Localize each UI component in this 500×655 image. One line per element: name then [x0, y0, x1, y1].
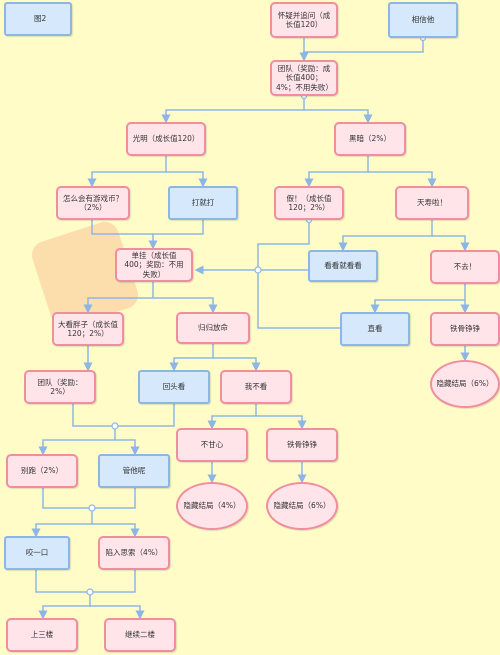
edge-look-junction — [257, 270, 340, 329]
node-continue-second-floor: 继续二楼 — [104, 618, 176, 652]
node-hidden-ending-6b: 隐藏结局（6%） — [266, 482, 338, 530]
node-bite: 咬一口 — [4, 536, 70, 570]
node-nogo: 不去！ — [430, 250, 500, 284]
node-up-third-floor: 上三楼 — [6, 618, 78, 652]
edge-bright-hit — [166, 171, 208, 188]
edge-nolook-unwilling — [207, 404, 257, 430]
edge-manage-merge2 — [92, 488, 136, 509]
node-watch: 看看就看看 — [308, 250, 378, 282]
node-fig2: 图2 — [4, 2, 72, 36]
edge-single-escape — [153, 297, 218, 314]
node-team-2: 团队（奖励：2%） — [24, 370, 96, 404]
edge-merge2-think — [92, 523, 140, 538]
node-tough-2: 铁骨铮铮 — [266, 428, 338, 462]
edge-escape-nolook — [213, 357, 261, 372]
edge-merge3-up3 — [38, 592, 91, 620]
node-single: 单挂（成长值400；奖励：不用失败） — [115, 248, 193, 282]
edge-dead-watch — [338, 220, 433, 252]
node-bright: 光明（成长值120） — [126, 122, 206, 156]
edge-bright-how — [87, 156, 167, 188]
node-hidden-ending-4: 隐藏结局（4%） — [176, 482, 248, 530]
edge-believe-team — [303, 38, 424, 60]
node-tough-1: 铁骨铮铮 — [430, 312, 500, 346]
node-escape: 归归放命 — [176, 312, 250, 344]
edge-lookback-merge — [115, 404, 175, 427]
node-team-400: 团队（奖励：成长值400；4%；不用失败） — [270, 60, 338, 96]
node-lookback: 回头看 — [138, 370, 210, 404]
edge-team2-merge — [72, 404, 115, 427]
edge-bite-merge3 — [35, 570, 90, 593]
node-dead: 天寿啦！ — [395, 186, 469, 220]
node-bigguy: 大看胖子（成长值120；2%） — [52, 312, 124, 346]
edge-team-dark — [304, 109, 373, 124]
edge-single-bigguy — [83, 282, 154, 314]
edge-dark-dead — [368, 171, 437, 188]
edge-dead-nogo — [432, 235, 470, 252]
edge-escape-lookback — [169, 344, 214, 372]
node-fake: 假！（成长值120；2%） — [274, 186, 344, 220]
node-manage: 管他呢 — [98, 454, 170, 488]
node-hit: 打就打 — [168, 186, 238, 220]
node-nolook: 我不看 — [220, 370, 292, 404]
junction-dot — [88, 504, 96, 512]
junction-dot — [86, 588, 94, 596]
edge-how-merge — [91, 220, 153, 235]
node-unwilling: 不甘心 — [176, 428, 248, 462]
node-run: 别跑（2%） — [6, 454, 78, 488]
node-hidden-ending-6a: 隐藏结局（6%） — [430, 360, 500, 408]
node-think: 陷入思索（4%） — [98, 536, 170, 570]
edge-think-merge3 — [90, 570, 136, 593]
edge-merge-manage — [115, 439, 140, 456]
node-dark: 黑暗（2%） — [334, 122, 406, 156]
junction-dot — [111, 422, 119, 430]
junction-dot — [254, 266, 262, 274]
edge-merge3-cont2 — [90, 605, 145, 620]
edge-hit-merge — [148, 220, 204, 250]
node-look: 直看 — [340, 312, 410, 346]
node-doubt: 怀疑并追问（成长值120） — [270, 2, 338, 38]
edge-nolook-tough2 — [256, 415, 307, 430]
node-believe: 相信他 — [388, 2, 458, 38]
edge-run-merge2 — [42, 488, 92, 509]
edge-dark-fake — [304, 156, 369, 188]
edge-merge2-bite — [31, 508, 93, 538]
edge-nogo-look — [370, 284, 466, 314]
edge-merge-run — [38, 426, 116, 456]
edge-fake-junction — [257, 220, 310, 270]
node-how: 怎么会有游戏币？（2%） — [56, 186, 130, 220]
edge-team-bright — [161, 96, 305, 124]
